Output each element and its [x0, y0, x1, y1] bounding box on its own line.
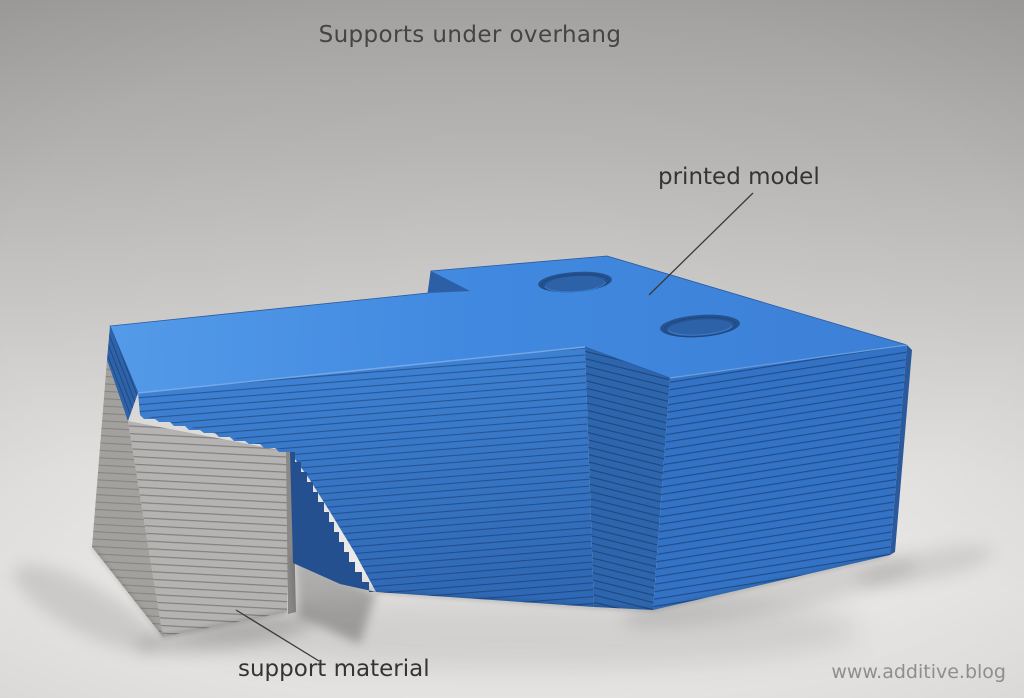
front-edge-highlight [137, 346, 586, 394]
label-support-material: support material [238, 656, 430, 682]
label-printed-model: printed model [658, 164, 820, 190]
soft-shadow-under-support [135, 614, 315, 654]
contact-seams [91, 546, 891, 638]
leader-line-printed-model [648, 192, 754, 296]
soft-shadow-right [856, 545, 994, 587]
right-edge-face [890, 345, 912, 555]
overhang-soffit-steps [290, 452, 376, 592]
leader-line-support-material [235, 609, 320, 662]
front-right-face-layers [653, 345, 907, 610]
notch-face-layers [585, 347, 670, 610]
soft-shadow-left [13, 564, 157, 652]
support-front-face-layers [128, 421, 290, 637]
back-step-face [428, 271, 470, 293]
screw-hole-back [538, 271, 612, 293]
printed-model-render [107, 255, 912, 610]
front-right-edge-highlight [669, 344, 908, 379]
soft-shadow-front [622, 558, 918, 628]
screw-hole-front [660, 314, 740, 338]
support-right-face [286, 450, 296, 614]
image-title: Supports under overhang [318, 22, 622, 48]
support-block-render [92, 360, 296, 637]
arm-front-face-layers [138, 347, 594, 607]
support-left-face-layers [92, 360, 163, 637]
arm-end-face-layers [107, 326, 138, 421]
gap-shadow [293, 555, 376, 644]
watermark-url: www.additive.blog [831, 661, 1006, 683]
